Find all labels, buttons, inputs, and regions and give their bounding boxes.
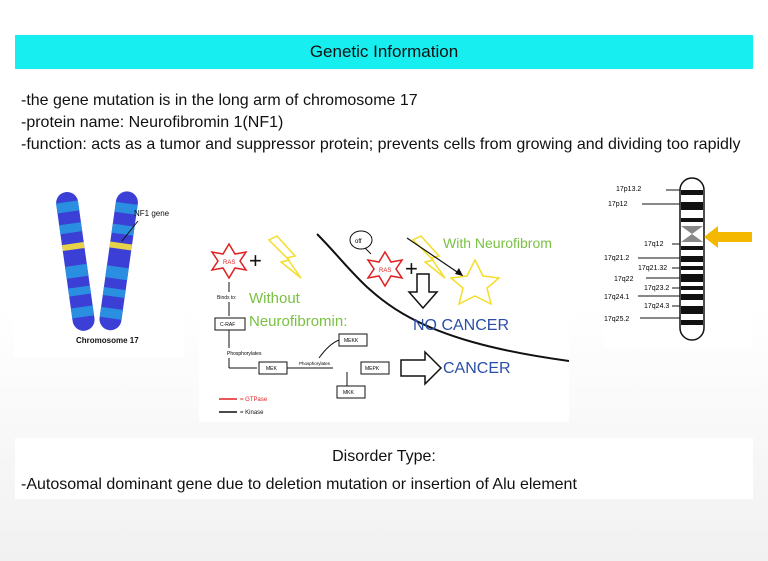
combined-star	[449, 258, 501, 306]
banner-title: Genetic Information	[309, 42, 459, 61]
no-cancer-label: NO CANCER	[413, 317, 509, 334]
ras-star	[210, 242, 248, 280]
mek-label: MEK	[266, 366, 278, 372]
band-label: 17q24.3	[644, 303, 669, 310]
gene-label: NF1 gene	[134, 209, 170, 218]
craf-label: C-RAF	[220, 322, 235, 328]
disorder-description: -Autosomal dominant gene due to deletion…	[21, 476, 577, 493]
chromosome-caption: Chromosome 17	[76, 336, 139, 345]
ideogram-svg: 17p13.2 17p12 17q12 17q21.2 17q21.32 17q…	[604, 177, 752, 341]
band-label: 17p12	[608, 201, 628, 208]
with-label: With Neurofibrom	[443, 235, 552, 251]
band-label: 17q24.1	[604, 294, 629, 301]
cancer-label: CANCER	[443, 360, 511, 377]
band-label: 17q21.32	[638, 265, 667, 272]
lightning-icon	[267, 235, 302, 279]
info-line: -protein name: Neurofibromin 1(NF1)	[21, 114, 284, 131]
ras-label-right: RAS	[379, 268, 391, 274]
ras-star-right	[366, 250, 404, 288]
band-label: 17q25.2	[604, 316, 629, 323]
band-label: 17q12	[644, 241, 664, 248]
band-label: 17q23.2	[644, 285, 669, 292]
legend-kinase: = Kinase	[240, 410, 264, 416]
cancer-arrow	[400, 350, 443, 386]
pathway-diagram: RAS + Without Neurofibromin: Binds to: C…	[199, 226, 570, 422]
band-label: 17q21.2	[604, 255, 629, 262]
disorder-section: Disorder Type: -Autosomal dominant gene …	[15, 438, 753, 499]
info-line: -the gene mutation is in the long arm of…	[21, 92, 418, 109]
mkk-label: MKK	[343, 390, 355, 396]
without-label-2: Neurofibromin:	[249, 313, 347, 330]
disorder-title: Disorder Type:	[332, 448, 436, 465]
band-label: 17p13.2	[616, 186, 641, 193]
location-arrow	[704, 226, 752, 248]
svg-text:+: +	[405, 256, 418, 281]
lightning-icon-right	[411, 235, 446, 279]
mekk-label: MEKK	[344, 338, 359, 344]
pathway-svg: RAS + Without Neurofibromin: Binds to: C…	[210, 230, 570, 416]
legend-gtpase: = GTPase	[240, 397, 268, 403]
ras-label: RAS	[223, 260, 235, 266]
phos-label: Phosphorylates	[227, 351, 262, 357]
band-label: 17q22	[614, 276, 634, 283]
phos-label-2: Phosphorylates	[299, 361, 331, 366]
off-label: off	[355, 239, 362, 245]
ideogram: 17p13.2 17p12 17q12 17q21.2 17q21.32 17q…	[604, 160, 752, 348]
info-line: -function: acts as a tumor and suppresso…	[21, 136, 741, 153]
without-label: Without	[249, 290, 301, 307]
gene-info: -the gene mutation is in the long arm of…	[21, 90, 741, 156]
svg-text:+: +	[249, 248, 262, 273]
down-arrow	[407, 273, 439, 310]
mepk-label: MEPK	[365, 366, 380, 372]
section-banner: Genetic Information	[15, 35, 753, 69]
binds-to-label: Binds to:	[217, 295, 236, 301]
chromosome-image: NF1 gene Chromosome 17	[14, 183, 184, 357]
chromosome-illustration: NF1 gene Chromosome 17	[56, 191, 170, 345]
